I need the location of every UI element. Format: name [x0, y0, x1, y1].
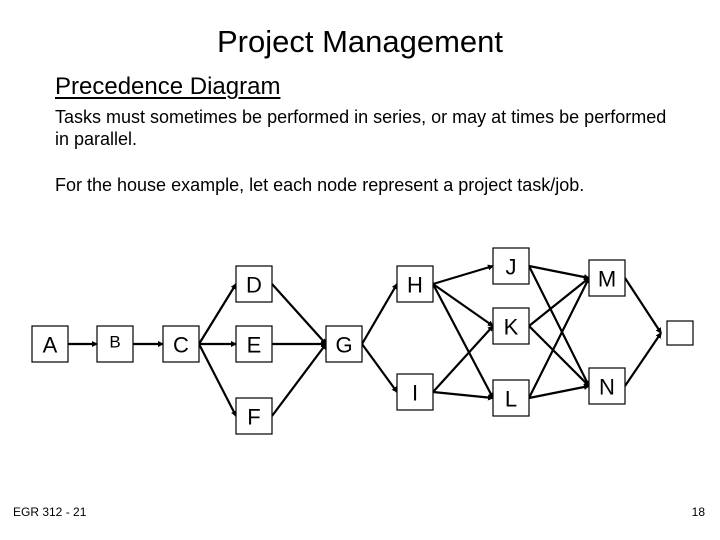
node-e: E	[235, 325, 273, 363]
node-k: K	[492, 307, 530, 345]
edge-l-to-n	[528, 384, 590, 400]
node-label: J	[506, 255, 517, 280]
edge-j-to-m	[528, 264, 590, 280]
body-paragraph-house-example: For the house example, let each node rep…	[55, 175, 585, 195]
edge-i-to-k	[432, 325, 494, 393]
node-label: C	[173, 333, 189, 358]
node-m: M	[588, 259, 626, 297]
node-box	[31, 325, 69, 363]
edge-k-to-m	[528, 277, 590, 327]
node-box	[96, 325, 134, 363]
body-paragraph-series-parallel: Tasks must sometimes be performed in ser…	[55, 107, 667, 149]
node-box	[235, 325, 273, 363]
edge-h-to-j	[432, 264, 494, 286]
node-box	[235, 265, 273, 303]
node-l: L	[492, 379, 530, 417]
node-h: H	[396, 265, 434, 303]
slide-title: Project Management	[216, 24, 504, 59]
node-label: K	[504, 315, 519, 340]
edge-f-to-g	[271, 343, 327, 417]
node-label: F	[247, 405, 260, 430]
node-label: G	[335, 333, 352, 358]
node-box	[492, 307, 530, 345]
edge-l-to-m	[528, 277, 590, 399]
node-i: I	[396, 373, 434, 411]
edge-c-to-f	[198, 343, 237, 417]
node-label: L	[505, 387, 517, 412]
edge-i-to-l	[432, 390, 494, 401]
node-label: E	[247, 333, 262, 358]
node-a: A	[31, 325, 69, 363]
edge-layer	[68, 264, 662, 417]
node-f: F	[235, 397, 273, 435]
node-box	[492, 247, 530, 285]
node-j: J	[492, 247, 530, 285]
node-box	[235, 397, 273, 435]
edge-n-to-end	[624, 332, 662, 387]
node-b: B	[96, 325, 134, 363]
node-box	[325, 325, 363, 363]
node-n: N	[588, 367, 626, 405]
node-label: I	[412, 381, 418, 406]
node-g: G	[325, 325, 363, 363]
node-layer: A B C D E F G H I J K L M N	[31, 247, 694, 435]
node-box	[396, 373, 434, 411]
slide-subtitle: Precedence Diagram	[55, 73, 281, 100]
node-box	[162, 325, 200, 363]
node-box	[492, 379, 530, 417]
node-box	[666, 320, 694, 346]
edge-c-to-d	[198, 283, 237, 345]
edge-m-to-end	[624, 277, 662, 334]
node-label: B	[109, 333, 120, 352]
edge-h-to-k	[432, 283, 494, 327]
edge-g-to-h	[361, 283, 398, 345]
edge-j-to-n	[528, 265, 590, 387]
node-box	[396, 265, 434, 303]
node-d: D	[235, 265, 273, 303]
edge-k-to-n	[528, 325, 590, 387]
node-label: H	[407, 273, 423, 298]
edge-d-to-g	[271, 283, 327, 345]
edge-h-to-l	[432, 283, 494, 399]
node-label: A	[43, 333, 58, 358]
node-box	[588, 367, 626, 405]
node-end	[666, 320, 694, 346]
edge-g-to-i	[361, 343, 398, 393]
node-box	[588, 259, 626, 297]
node-label: D	[246, 273, 262, 298]
course-code-footer: EGR 312 - 21	[13, 505, 87, 519]
node-label: M	[598, 267, 616, 292]
node-label: N	[599, 375, 615, 400]
page-number: 18	[691, 505, 705, 519]
node-c: C	[162, 325, 200, 363]
